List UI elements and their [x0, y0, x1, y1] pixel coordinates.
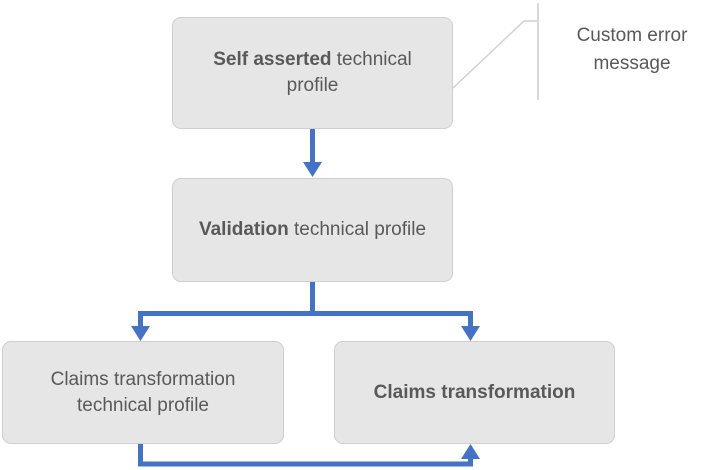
node-label-regular: Claims transformation technical profile [50, 368, 236, 416]
callout-custom-error-message: Custom error message [576, 25, 688, 74]
node-label: Claims transformation technical profile [17, 367, 269, 418]
node-label-bold: Claims transformation [373, 381, 576, 403]
node-label-regular: technical profile [286, 49, 412, 96]
branch-validation-to-claims [131, 282, 480, 341]
node-label-bold: Self asserted [213, 49, 332, 71]
node-label-regular: technical profile [288, 219, 427, 241]
callout-leader-line [452, 3, 539, 100]
node-label: Validation technical profile [187, 217, 438, 243]
node-label: Claims transformation [349, 380, 600, 406]
node-claims-transformation[interactable]: Claims transformation [334, 341, 615, 444]
node-label-bold: Validation [198, 219, 289, 241]
node-validation-technical-profile[interactable]: Validation technical profile [172, 178, 453, 282]
node-label: Self asserted technical profile [187, 47, 438, 98]
node-claims-transformation-technical-profile[interactable]: Claims transformation technical profile [2, 341, 284, 444]
loop-claims-transformation-feedback [138, 444, 480, 467]
node-self-asserted-technical-profile[interactable]: Self asserted technical profile [172, 17, 453, 129]
arrow-self-asserted-to-validation [303, 129, 322, 177]
